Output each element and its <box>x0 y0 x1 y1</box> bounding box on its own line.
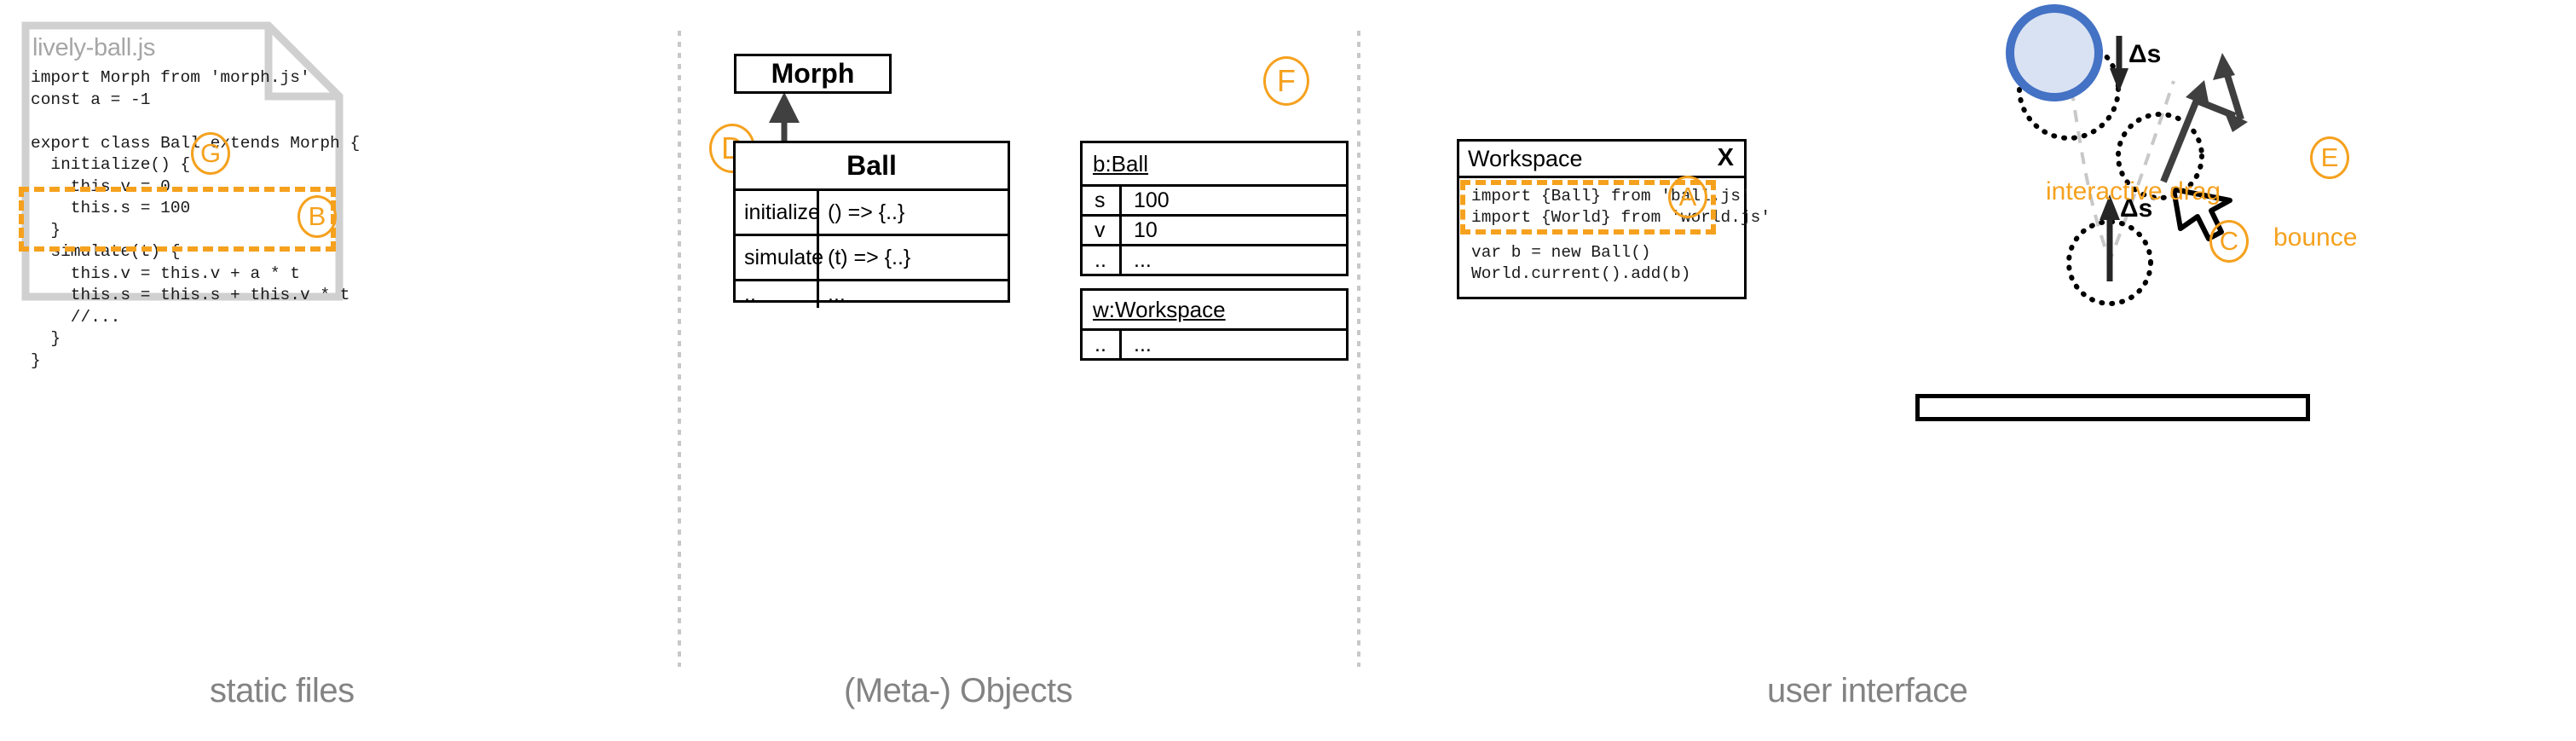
object-row-v: v 10 <box>1083 214 1346 244</box>
object-cell-key: .. <box>1083 331 1122 358</box>
badge-g[interactable]: G <box>191 132 230 175</box>
uml-cell-method-name: .. <box>736 281 819 308</box>
object-instance-ball-title: b:Ball <box>1093 150 1149 177</box>
ball-simulation-scene <box>2006 4 2248 306</box>
object-instance-ball[interactable]: b:Ball s 100 v 10 .. ... <box>1080 141 1349 276</box>
object-cell-key: s <box>1083 187 1122 214</box>
caption-meta-objects: (Meta-) Objects <box>844 672 1073 709</box>
uml-class-ball-header: Ball <box>736 143 1008 188</box>
caption-user-interface: user interface <box>1767 672 1968 709</box>
file-page-outline <box>21 21 344 301</box>
object-instance-workspace[interactable]: w:Workspace .. ... <box>1080 288 1349 361</box>
floor-platform <box>1915 394 2310 421</box>
column-divider-1 <box>678 31 681 667</box>
workspace-titlebar[interactable]: Workspace X <box>1459 142 1744 178</box>
uml-class-ball-title: Ball <box>846 150 897 181</box>
uml-class-morph[interactable]: Morph <box>734 54 892 94</box>
uml-cell-method-name: simulate <box>736 236 823 279</box>
interactive-drag-label: interactive drag <box>2046 177 2221 206</box>
object-instance-workspace-title: w:Workspace <box>1093 296 1226 322</box>
close-icon[interactable]: X <box>1717 144 1734 171</box>
highlight-simulate-method <box>19 187 336 252</box>
uml-row-initialize: initialize () => {..} <box>736 188 1008 234</box>
badge-a[interactable]: A <box>1668 176 1707 218</box>
object-cell-key: .. <box>1083 246 1122 274</box>
delta-s-up-label: Δs <box>2120 194 2153 223</box>
uml-cell-method-value: (t) => {..} <box>828 245 911 269</box>
caption-static-files: static files <box>210 672 355 709</box>
badge-f[interactable]: F <box>1263 56 1309 106</box>
object-cell-key: v <box>1083 217 1122 244</box>
object-cell-value: ... <box>1134 247 1152 272</box>
uml-cell-method-value: ... <box>828 282 846 306</box>
uml-row-more: .. ... <box>736 279 1008 308</box>
uml-cell-method-name: initialize <box>736 191 820 234</box>
object-row-more: .. ... <box>1083 244 1346 274</box>
file-code-block: import Morph from 'morph.js' const a = -… <box>31 68 361 370</box>
object-instance-workspace-header: w:Workspace <box>1083 291 1346 328</box>
object-cell-value: ... <box>1134 332 1152 356</box>
badge-e[interactable]: E <box>2310 136 2349 179</box>
object-instance-ball-header: b:Ball <box>1083 143 1346 184</box>
object-cell-value: 10 <box>1134 217 1158 242</box>
workspace-exec-code[interactable]: var b = new Ball() World.current().add(b… <box>1471 243 1691 283</box>
delta-s-down-label: Δs <box>2128 40 2162 68</box>
workspace-window[interactable]: Workspace X import {Ball} from 'ball.js'… <box>1457 139 1770 299</box>
workspace-window-title: Workspace <box>1468 146 1583 171</box>
object-row-more: .. ... <box>1083 328 1346 358</box>
uml-class-ball[interactable]: Ball initialize () => {..} simulate (t) … <box>733 141 1010 308</box>
column-divider-2 <box>1357 31 1360 667</box>
uml-row-simulate: simulate (t) => {..} <box>736 234 1008 279</box>
object-cell-value: 100 <box>1134 188 1170 212</box>
bounce-label: bounce <box>2273 223 2358 252</box>
uml-cell-method-value: () => {..} <box>828 200 905 224</box>
ghost-ball-drag <box>2116 112 2204 200</box>
ball-shape <box>2006 4 2103 101</box>
uml-class-morph-title: Morph <box>771 58 855 89</box>
highlight-workspace-statement <box>1460 180 1716 234</box>
object-row-s: s 100 <box>1083 184 1346 214</box>
badge-c[interactable]: C <box>2209 220 2249 263</box>
file-card: lively-ball.js import Morph from 'morph.… <box>20 20 360 370</box>
badge-b[interactable]: B <box>297 195 337 238</box>
file-title: lively-ball.js <box>32 34 156 61</box>
